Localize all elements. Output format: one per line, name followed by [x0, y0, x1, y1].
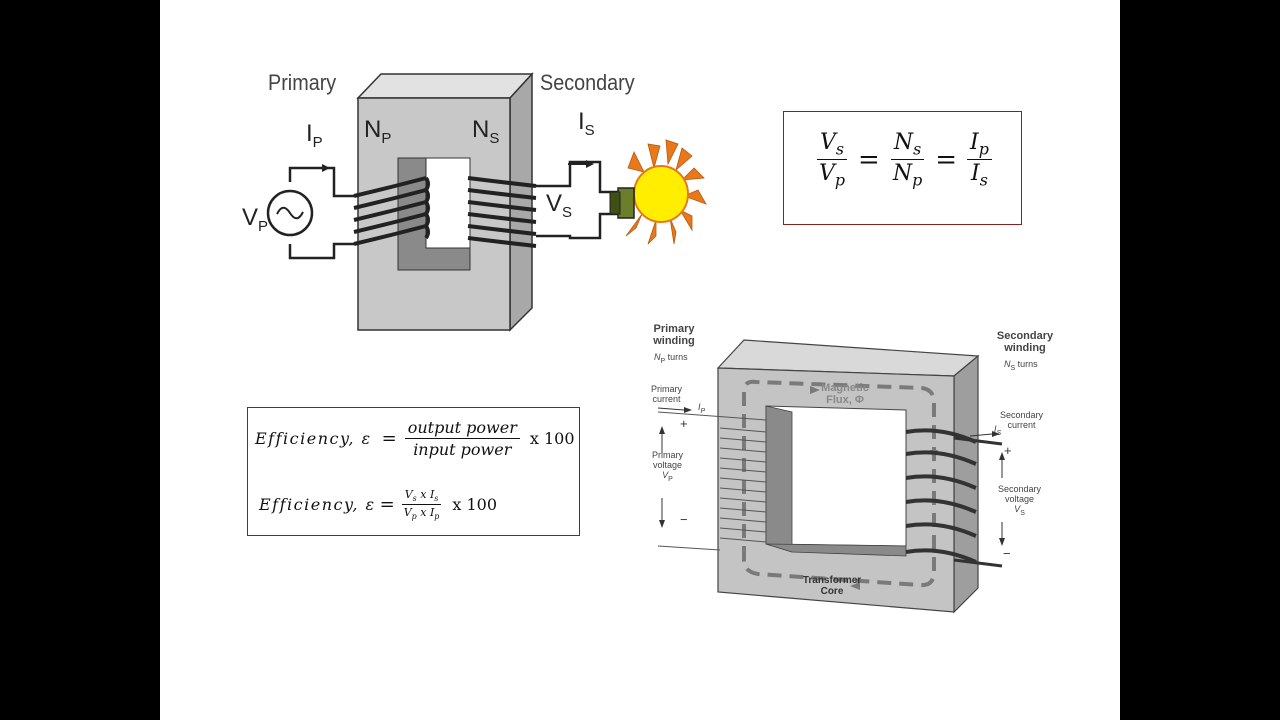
secondary-turns-label: NS turns — [1004, 359, 1038, 372]
equals-sign: = — [935, 144, 958, 175]
transformer-core-diagram — [657, 339, 1005, 614]
secondary-label: Secondary — [540, 70, 635, 95]
primary-voltage-label: VP — [242, 204, 269, 235]
primary-turns-label: NP turns — [654, 352, 688, 365]
vs-over-vp: Vs Vp — [817, 130, 848, 190]
secondary-plus: + — [1004, 443, 1012, 458]
slide: Primary Secondary IP NP NS IS VP VS Vs V… — [160, 0, 1120, 720]
ip-label: IP — [698, 402, 706, 415]
secondary-turns-label: NS — [472, 116, 500, 147]
primary-current-label: IP — [306, 120, 323, 151]
transformer-circuit-diagram — [266, 72, 707, 332]
primary-turns-label: NP — [364, 116, 392, 147]
is-label: IS — [994, 424, 1002, 437]
efficiency-formula-box: Efficiency, ε = output power input power… — [247, 407, 580, 536]
primary-plus: + — [680, 416, 688, 431]
secondary-minus: − — [1003, 546, 1011, 561]
secondary-current-label: IS — [578, 108, 595, 139]
efficiency-formula-1: Efficiency, ε = output power input power… — [255, 418, 575, 459]
secondary-voltage-label: VS — [546, 190, 573, 221]
primary-label: Primary — [268, 70, 337, 95]
ns-over-np: Ns Np — [890, 130, 925, 190]
efficiency-formula-2: Efficiency, ε = Vs x Is Vp x Ip x 100 — [259, 488, 498, 522]
ip-over-is: Ip Is — [967, 130, 992, 190]
turns-ratio-formula-box: Vs Vp = Ns Np = Ip Is — [783, 111, 1022, 225]
primary-minus: − — [680, 512, 688, 527]
equals-sign: = — [858, 144, 880, 175]
